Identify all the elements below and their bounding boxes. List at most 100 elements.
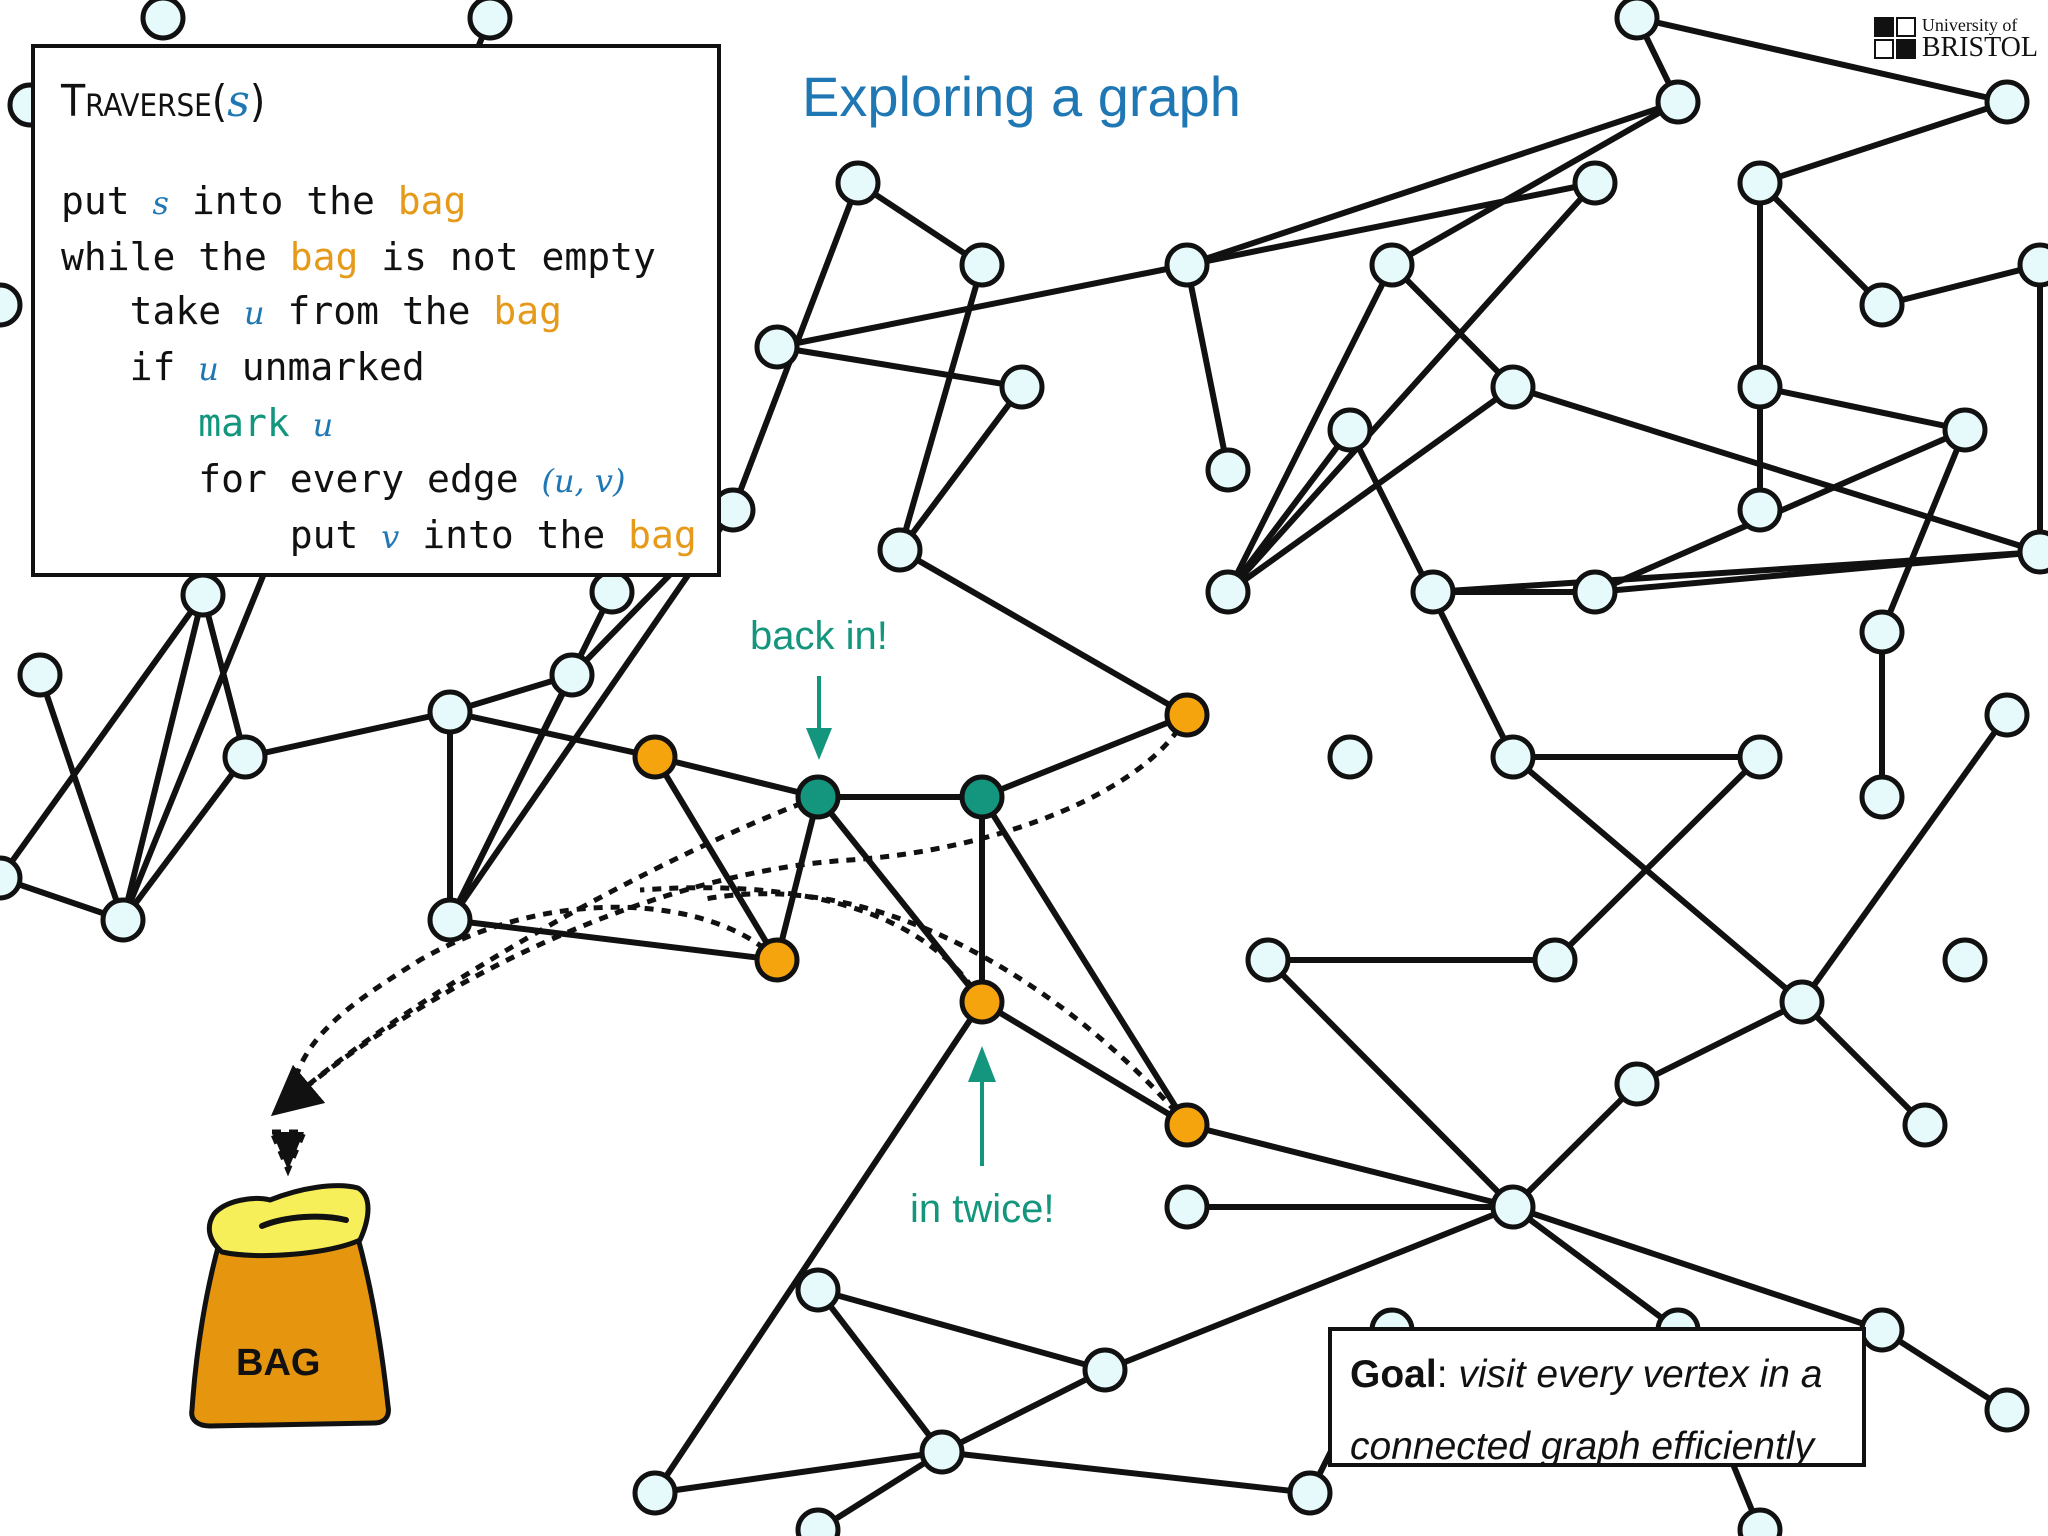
- graph-vertex: [1327, 734, 1373, 780]
- graph-edge: [1880, 1327, 2009, 1413]
- code-token: unmarked: [218, 345, 425, 389]
- graph-edge: [1186, 180, 1596, 268]
- graph-edge: [652, 1000, 985, 1495]
- procedure-name: Traverse: [61, 76, 212, 127]
- graph-vertex: [2017, 242, 2048, 288]
- code-token: u: [198, 350, 219, 388]
- code-token: v: [381, 518, 400, 556]
- bag-link-dashed: [699, 891, 1189, 1127]
- graph-edge: [447, 508, 736, 922]
- graph-edge: [1511, 1204, 1680, 1333]
- graph-vertex-in-bag: [959, 979, 1005, 1025]
- graph-vertex: [1737, 487, 1783, 533]
- graph-vertex: [0, 855, 23, 901]
- graph-vertex: [1655, 79, 1701, 125]
- procedure-param: s: [227, 76, 250, 127]
- graph-edge: [774, 796, 821, 961]
- graph-edge: [1389, 262, 1516, 390]
- goal-label: Goal: [1350, 1353, 1437, 1396]
- graph-edge: [856, 180, 984, 268]
- graph-vertex: [1984, 692, 2030, 738]
- back-in-note: back in!: [750, 614, 888, 658]
- graph-edge: [1799, 713, 2010, 1004]
- graph-vertex: [427, 689, 473, 735]
- pseudocode-line: take u from the bag: [61, 284, 697, 340]
- graph-edge: [1799, 999, 1928, 1128]
- graph-vertex: [1902, 1102, 1948, 1148]
- bag-dashed-links: [268, 713, 1190, 1177]
- graph-edge: [120, 755, 248, 922]
- graph-vertex: [1614, 1061, 1660, 1107]
- graph-vertex: [795, 1267, 841, 1313]
- graph-edge: [449, 709, 656, 760]
- graph-edge: [1552, 754, 1763, 963]
- bag-link-dashed: [639, 885, 985, 1004]
- logo-line-2: BRISTOL: [1921, 32, 2038, 63]
- graph-edge: [1636, 15, 2008, 105]
- graph-vertex: [1369, 242, 1415, 288]
- graph-vertex: [754, 324, 800, 370]
- graph-vertex-marked: [959, 774, 1005, 820]
- code-token: bag: [628, 513, 697, 557]
- pseudocode-line: while the bag is not empty: [61, 230, 697, 284]
- pseudocode-line: if u unmarked: [61, 340, 697, 396]
- graph-vertex: [427, 897, 473, 943]
- graph-edge: [1759, 99, 2008, 186]
- graph-vertex: [467, 0, 513, 41]
- in-twice-note: in twice!: [910, 1187, 1055, 1231]
- graph-edge: [1265, 957, 1516, 1210]
- graph-vertex: [1984, 79, 2030, 125]
- graph-edge: [37, 674, 126, 921]
- graph-vertex-in-bag: [754, 937, 800, 983]
- graph-vertex: [959, 242, 1005, 288]
- graph-vertex: [1164, 242, 1210, 288]
- graph-edge: [1225, 180, 1598, 595]
- graph-vertex: [549, 652, 595, 698]
- graph-edge: [1879, 428, 1968, 634]
- graph-edge: [980, 712, 1189, 800]
- graph-vertex: [1737, 160, 1783, 206]
- graph-edge: [244, 709, 451, 760]
- procedure-header: Traverse(s): [61, 76, 266, 127]
- graph-vertex: [1287, 1470, 1333, 1516]
- graph-edge: [816, 1449, 944, 1533]
- graph-vertex: [1490, 734, 1536, 780]
- code-token: into the: [168, 179, 398, 223]
- pseudocode-line: put v into the bag: [61, 508, 697, 564]
- graph-edge: [1510, 1081, 1640, 1210]
- code-token: bag: [289, 235, 359, 279]
- graph-vertex: [100, 897, 146, 943]
- graph-edge: [1512, 384, 2041, 555]
- graph-vertex: [1082, 1347, 1128, 1393]
- code-token: for every edge: [198, 457, 542, 501]
- graph-vertex: [1164, 1184, 1210, 1230]
- graph-vertex: [1327, 407, 1373, 453]
- graph-vertex: [919, 1429, 965, 1475]
- graph-vertex: [1410, 569, 1456, 615]
- graph-vertex: [1942, 937, 1988, 983]
- university-crest-icon: [1874, 17, 1918, 61]
- goal-text: visit every vertex in a connected graph …: [1350, 1353, 1823, 1468]
- code-token: take: [129, 289, 245, 333]
- graph-vertex: [1205, 447, 1251, 493]
- graph-edge: [776, 262, 1188, 350]
- graph-edge: [652, 755, 780, 962]
- graph-vertex: [1942, 407, 1988, 453]
- graph-edge: [815, 795, 985, 1004]
- code-token: is not empty: [358, 235, 656, 279]
- graph-vertex: [835, 160, 881, 206]
- graph-edge: [815, 1288, 945, 1454]
- graph-edge: [980, 999, 1189, 1128]
- code-token: put: [289, 513, 382, 557]
- code-token: (u, v): [541, 462, 626, 500]
- graph-vertex: [1859, 282, 1905, 328]
- bag-link-dashed: [270, 794, 819, 1117]
- graph-vertex: [1490, 364, 1536, 410]
- pseudocode-line: for every edge (u, v): [61, 452, 697, 508]
- graph-vertex-in-bag: [1164, 692, 1210, 738]
- code-token: if: [129, 345, 199, 389]
- graph-vertex: [1614, 0, 1660, 41]
